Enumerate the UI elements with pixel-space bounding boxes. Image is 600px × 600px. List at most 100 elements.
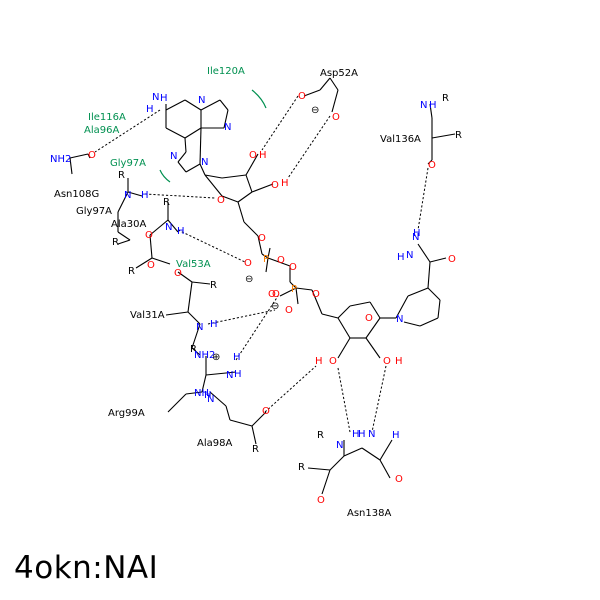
atom-label-50: O [145,230,153,241]
atom-label-45: R [112,237,119,248]
residue-labels: Asp52AIle120AIle116AAla96AAsn108GGly97AG… [54,66,421,519]
bond-0 [165,99,186,111]
atom-label-1: N [152,92,159,103]
atom-label-73: R [298,462,305,473]
bond-56 [417,243,431,263]
atom-label-68: H [352,429,360,440]
atom-label-29: N [412,232,419,243]
bond-12 [177,151,187,163]
atom-label-67: N [336,440,343,451]
bond-9 [223,109,229,129]
atom-label-43: N [124,190,131,201]
atom-label-41: NH2 [50,154,71,165]
bond-103 [361,447,381,461]
atom-label-60: H [234,369,242,380]
bond-20 [237,191,253,203]
bond-29 [267,257,291,267]
atom-label-31: H [397,252,405,263]
residue-label-11: Ala98A [197,438,232,449]
bond-96 [251,411,267,427]
bond-16 [199,163,206,176]
bond-95 [229,419,253,427]
page-title: 4okn:NAI [14,550,159,586]
bond-18 [221,174,247,179]
atom-label-52: O [174,268,182,279]
bond-24 [251,183,274,193]
bond-80 [135,257,153,269]
atom-label-7: O [217,195,225,206]
atom-label-11: H [281,178,289,189]
atom-label-66: R [317,430,324,441]
atom-label-46: R [163,197,170,208]
bond-3 [184,127,202,139]
atom-label-12: O [258,233,266,244]
bond-59 [331,89,339,113]
atom-label-18: O [272,289,280,300]
charge-0: ⊖ [311,105,319,116]
bond-73 [117,231,131,241]
atom-label-53: R [210,280,217,291]
atom-label-64: O [262,406,270,417]
charge-2: ⊖ [271,301,279,312]
hbond-1 [261,95,299,151]
bond-50 [427,287,441,301]
bond-4 [165,127,186,139]
atom-label-34: O [332,112,340,123]
bond-34 [279,287,297,297]
hbond-8 [264,365,317,413]
bond-83 [187,281,193,313]
atom-label-37: R [442,93,449,104]
hbond-5 [417,167,429,231]
residue-label-12: Val136A [380,134,421,145]
bond-104 [379,459,391,479]
atom-label-71: H [392,430,400,441]
residue-label-9: Val31A [130,310,165,321]
charge-1: ⊖ [245,274,253,285]
bond-14 [185,163,201,173]
atom-label-9: H [259,150,267,161]
atom-label-20: O [312,289,320,300]
bond-97 [251,425,257,445]
residue-label-5: Gly97A [110,158,146,169]
atom-label-26: O [383,356,391,367]
atom-label-2: H [160,93,168,104]
hydrogen-bonds [94,95,429,433]
residue-label-0: Asp52A [320,68,358,79]
atom-label-3: N [198,95,205,106]
bond-71 [117,191,129,213]
atom-label-5: N [170,151,177,162]
bond-22 [204,174,223,197]
bond-15 [199,127,202,165]
bond-85 [165,311,189,316]
hbond-4 [177,229,246,263]
bond-93 [209,391,227,407]
residue-label-1: Ile120A [207,66,245,77]
bond-91 [185,391,203,395]
bond-28 [261,253,269,259]
bond-7 [200,99,221,111]
bond-58 [329,77,339,91]
atom-label-30: H [413,228,421,239]
atom-label-28: O [448,254,456,265]
bond-87 [191,347,201,356]
atom-label-24: O [329,356,337,367]
bond-76 [167,219,179,233]
atom-label-40: O [88,150,96,161]
bond-82 [191,281,211,285]
bond-17 [204,174,223,179]
atom-label-58: H [233,352,241,363]
bond-101 [307,467,331,471]
bond-105 [379,439,393,461]
bond-21 [221,195,239,203]
bond-25 [237,201,245,223]
atom-label-27: H [395,356,403,367]
bond-37 [311,289,323,315]
atom-label-8: O [249,150,257,161]
residue-label-7: Ala30A [111,219,146,230]
residue-label-8: Val53A [176,259,211,270]
bond-1 [184,99,202,111]
atom-label-56: R [190,344,197,355]
residue-label-10: Arg99A [108,408,145,419]
atom-label-19: O [285,305,293,316]
